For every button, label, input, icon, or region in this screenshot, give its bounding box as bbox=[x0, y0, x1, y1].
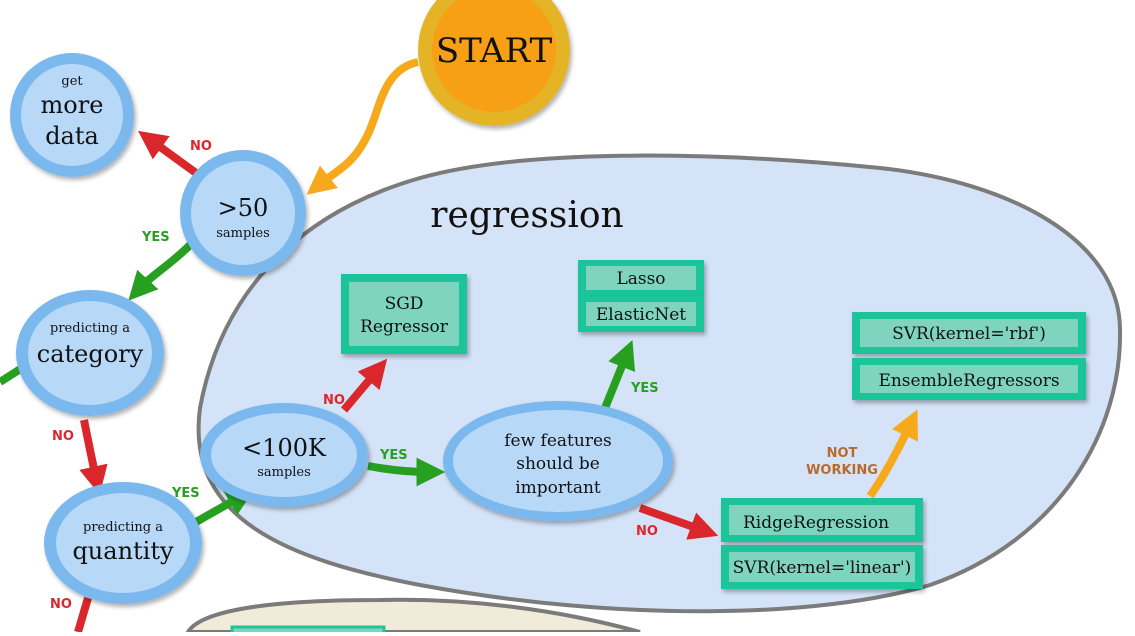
over-50-samples-node bbox=[180, 150, 306, 276]
no-category-label: NO bbox=[52, 429, 74, 444]
yes-lasso-arrow bbox=[601, 339, 636, 410]
ridge-regression-label: RidgeRegression bbox=[743, 513, 889, 533]
predicting-quantity-node bbox=[44, 482, 202, 604]
no-ridge-label: NO bbox=[636, 524, 658, 539]
under-100k-main: <100K bbox=[242, 434, 327, 462]
lasso-box[interactable] bbox=[578, 260, 704, 296]
get-more-data-line2: data bbox=[45, 122, 99, 150]
svr-linear-label: SVR(kernel='linear') bbox=[733, 558, 912, 578]
get-more-data-small: get bbox=[61, 74, 83, 89]
regression-region-label: regression bbox=[430, 195, 623, 236]
under-100k-node bbox=[200, 403, 368, 507]
not-working-label-line2: WORKING bbox=[806, 463, 878, 478]
ridge-regression-box[interactable] bbox=[721, 498, 923, 542]
svr-rbf-label: SVR(kernel='rbf') bbox=[892, 324, 1046, 344]
no-more-data-arrow bbox=[138, 130, 199, 177]
elasticnet-box[interactable] bbox=[578, 296, 704, 332]
yes-quantity-arrow bbox=[194, 488, 256, 526]
no-sgd-label: NO bbox=[323, 393, 345, 408]
sgd-regressor-box[interactable] bbox=[341, 274, 467, 354]
lasso-label: Lasso bbox=[616, 269, 665, 289]
get-more-data-line1: more bbox=[41, 91, 104, 119]
yes-samples-arrow bbox=[128, 242, 193, 301]
predicting-category-main: category bbox=[37, 340, 144, 368]
start-to-over50-arrow bbox=[306, 58, 420, 195]
lower-region-blob bbox=[184, 597, 641, 634]
predicting-category-small: predicting a bbox=[50, 321, 130, 336]
yes-lasso-label: YES bbox=[630, 381, 659, 396]
no-sgd-arrow bbox=[340, 358, 388, 413]
not-working-label-line1: NOT bbox=[827, 446, 858, 461]
ensemble-regressors-box[interactable] bbox=[852, 358, 1086, 400]
yes-quantity-label: YES bbox=[171, 486, 200, 501]
few-features-line1: few features bbox=[504, 431, 612, 451]
predicting-quantity-small: predicting a bbox=[83, 520, 163, 535]
over-50-main: >50 bbox=[218, 194, 269, 222]
start-label: START bbox=[436, 31, 553, 71]
sgd-regressor-line2: Regressor bbox=[360, 317, 449, 337]
sgd-regressor-line1: SGD bbox=[385, 294, 424, 314]
svr-rbf-box[interactable] bbox=[852, 312, 1086, 354]
lower-region-box-edge bbox=[230, 625, 386, 636]
yes-samples-label: YES bbox=[141, 230, 170, 245]
no-more-data-label: NO bbox=[190, 139, 212, 154]
few-features-line3: important bbox=[515, 478, 601, 498]
few-features-node bbox=[443, 401, 673, 521]
over-50-sub: samples bbox=[216, 226, 270, 241]
no-quantity-arrow bbox=[74, 596, 92, 634]
start-node bbox=[418, 0, 570, 126]
under-100k-sub: samples bbox=[257, 465, 311, 480]
no-ridge-arrow bbox=[638, 504, 719, 540]
ensemble-regressors-label: EnsembleRegressors bbox=[878, 371, 1059, 391]
predicting-category-node bbox=[16, 290, 164, 416]
yes-100k-label: YES bbox=[379, 448, 408, 463]
get-more-data-node bbox=[10, 53, 134, 177]
no-category-arrow bbox=[79, 419, 108, 495]
regression-region bbox=[196, 153, 1123, 614]
not-working-arrow bbox=[866, 409, 918, 499]
predicting-quantity-main: quantity bbox=[72, 537, 174, 565]
category-left-edge bbox=[0, 364, 25, 386]
svr-linear-box[interactable] bbox=[721, 545, 923, 589]
few-features-line2: should be bbox=[516, 454, 600, 474]
yes-100k-arrow bbox=[367, 457, 446, 487]
no-quantity-label: NO bbox=[50, 597, 72, 612]
elasticnet-label: ElasticNet bbox=[596, 305, 686, 325]
